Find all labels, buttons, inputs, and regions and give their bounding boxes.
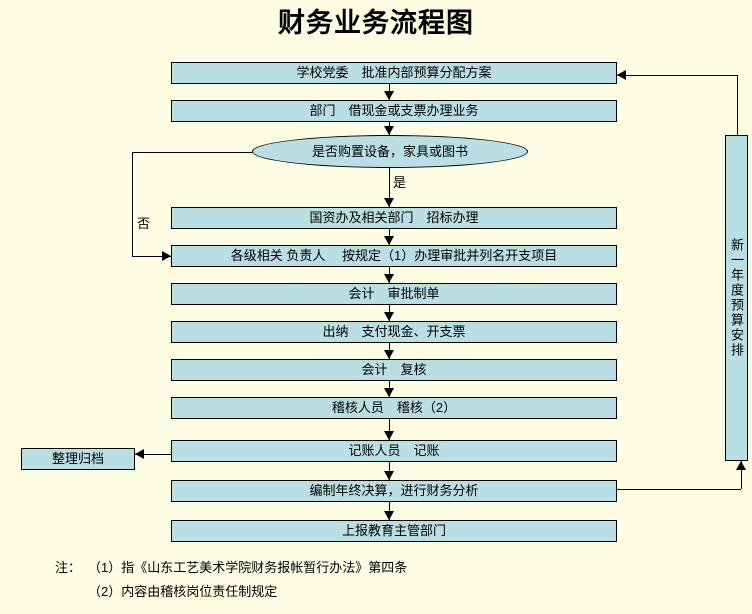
arrowhead-down-icon — [384, 388, 394, 397]
yes-branch-label: 是 — [393, 175, 407, 190]
note-line-1: （1）指《山东工艺美术学院财务报帐暂行办法》第四条 — [88, 560, 408, 575]
decision-purchase-equipment: 是否购置设备，家具或图书 — [252, 135, 528, 168]
arrowhead-left-icon — [135, 449, 144, 459]
archive-connector — [135, 454, 171, 455]
connector-8-9 — [389, 419, 390, 440]
notes-prefix: 注： — [55, 560, 82, 575]
arrowhead-down-icon — [384, 511, 394, 520]
arrowhead-down-icon — [384, 236, 394, 245]
flow-step-state-assets-office: 国资办及相关部门 招标办理 — [171, 207, 617, 229]
flow-step-auditor-audit: 稽核人员 稽核（2） — [171, 397, 617, 419]
no-branch-label: 否 — [137, 216, 151, 231]
arrowhead-down-icon — [384, 471, 394, 480]
loop-bottom-horizontal-line — [617, 489, 741, 490]
flow-step-cashier-payment: 出纳 支付现金、开支票 — [171, 321, 617, 343]
arrowhead-down-icon — [384, 350, 394, 359]
note-line-2: （2）内容由稽核岗位责任制规定 — [88, 584, 278, 599]
arrowhead-down-icon — [384, 126, 394, 135]
arrowhead-down-icon — [384, 431, 394, 440]
loop-top-horizontal-line — [617, 75, 737, 76]
no-branch-bottom-line — [132, 256, 171, 257]
connector-decision-3 — [389, 167, 390, 207]
page-title: 财务业务流程图 — [278, 8, 474, 38]
flow-step-accountant-approval: 会计 审批制单 — [171, 283, 617, 305]
arrowhead-down-icon — [384, 274, 394, 283]
loop-top-vertical-line — [737, 75, 738, 135]
arrowhead-right-icon — [162, 251, 171, 261]
new-year-budget-label: 新一年度预算安排 — [729, 238, 744, 358]
flow-step-school-committee: 学校党委 批准内部预算分配方案 — [171, 62, 617, 84]
arrowhead-down-icon — [384, 198, 394, 207]
flow-step-report-to-authority: 上报教育主管部门 — [171, 520, 617, 542]
flow-step-responsible-persons: 各级相关 负责人 按规定（1）办理审批并列名开支项目 — [171, 245, 617, 267]
arrowhead-down-icon — [384, 312, 394, 321]
no-branch-top-line — [132, 152, 252, 153]
new-year-budget-box: 新一年度预算安排 — [725, 135, 748, 461]
arrowhead-down-icon — [384, 91, 394, 100]
flow-step-bookkeeper-record: 记账人员 记账 — [171, 440, 617, 462]
loop-bottom-vertical-line — [741, 461, 742, 489]
flow-step-final-accounts: 编制年终决算，进行财务分析 — [171, 480, 617, 502]
arrowhead-left-icon — [617, 70, 626, 80]
no-branch-vertical-line — [132, 152, 133, 256]
archive-box: 整理归档 — [21, 448, 135, 470]
arrowhead-up-icon — [736, 461, 746, 470]
flow-step-department: 部门 借现金或支票办理业务 — [171, 100, 617, 122]
flow-step-accountant-review: 会计 复核 — [171, 359, 617, 381]
